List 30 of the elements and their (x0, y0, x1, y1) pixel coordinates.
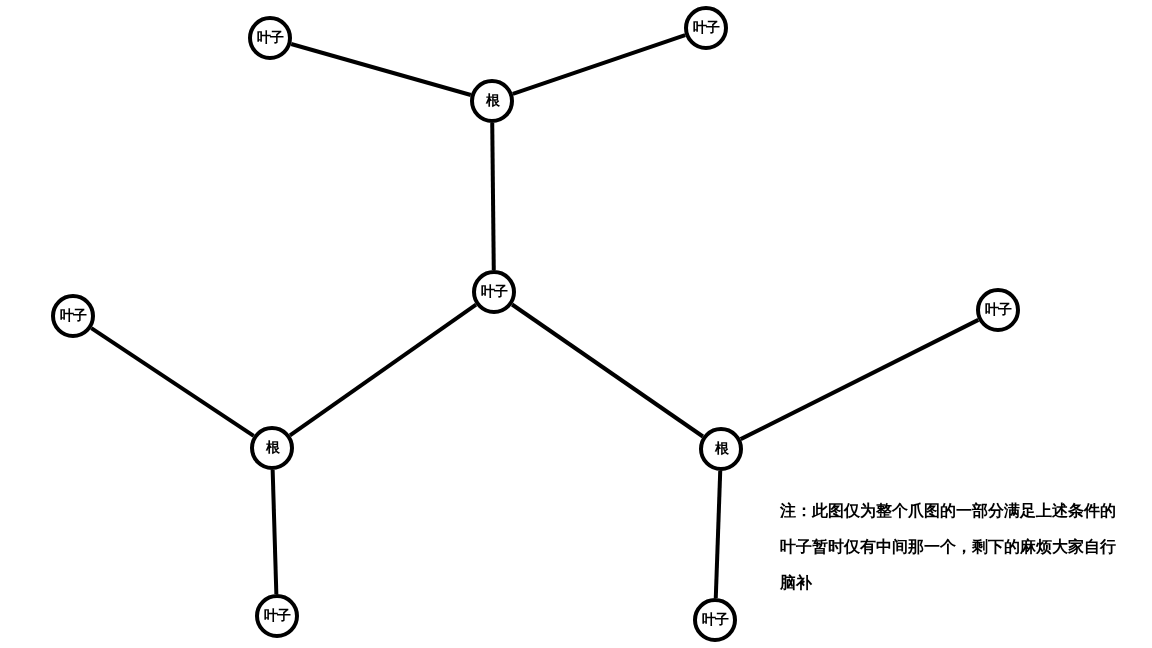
node-label: 叶子 (264, 607, 290, 625)
node-label: 根 (714, 440, 728, 458)
node-label: 叶子 (257, 29, 283, 47)
tree-node-circle (255, 594, 299, 638)
edge-line (739, 318, 980, 441)
note-text: 注：此图仅为整个爪图的一部分满足上述条件的叶子暂时仅有中间那一个，剩下的麻烦大家自行脑补 (780, 500, 1117, 594)
tree-node-circle (250, 426, 294, 470)
tree-node-circle (248, 16, 292, 60)
edge-line (490, 122, 496, 271)
node-label: 叶子 (985, 301, 1011, 319)
edge-line (512, 33, 686, 96)
edge-line (288, 303, 478, 437)
tree-node-circle (699, 427, 743, 471)
tree-node-circle (693, 598, 737, 642)
edge-line (270, 469, 279, 595)
tree-node-circle (684, 6, 728, 50)
edge-line (713, 470, 723, 599)
edge-line (510, 302, 705, 439)
tree-node-circle (470, 79, 514, 123)
node-label: 根 (485, 92, 499, 110)
node-label: 叶子 (481, 283, 507, 301)
node-label: 叶子 (693, 19, 719, 37)
edge-line (90, 326, 255, 438)
tree-node-circle (51, 294, 95, 338)
node-label: 叶子 (702, 611, 728, 629)
node-label: 根 (265, 439, 279, 457)
tree-node-circle (976, 288, 1020, 332)
tree-node-circle (472, 270, 516, 314)
node-label: 叶子 (60, 307, 86, 325)
edge-line (290, 42, 472, 97)
